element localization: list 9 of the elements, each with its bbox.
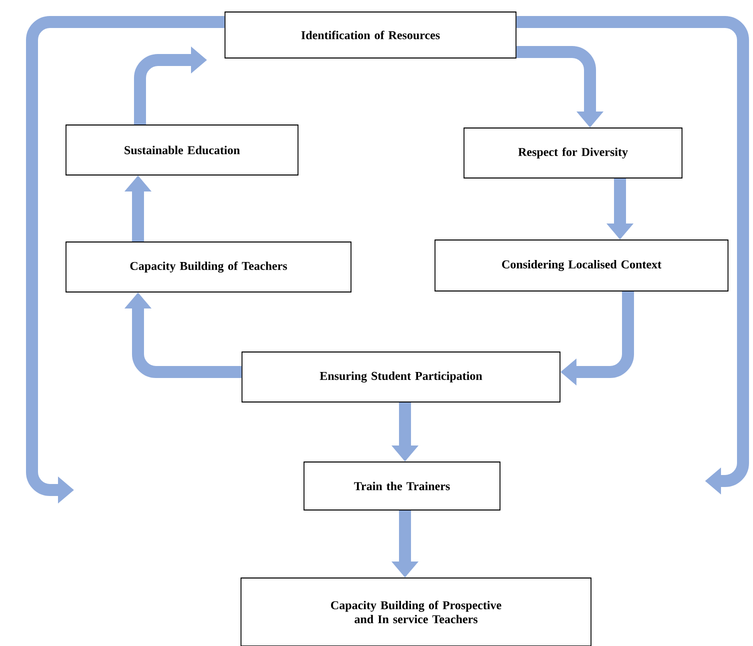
text-box: Identification of Resources	[224, 12, 516, 58]
text-box: Ensuring Student Participation	[242, 352, 560, 402]
text-box: Capacity Building of Prospective and In service Teachers	[240, 578, 592, 646]
text-box: Considering Localised Context	[434, 240, 728, 292]
text-box: Capacity Building of Teachers	[66, 242, 352, 292]
text-box: Sustainable Education	[66, 124, 298, 176]
text-box: Train the Trainers	[304, 462, 500, 510]
block-arrow	[516, 16, 749, 495]
text-box: Respect for Diversity	[464, 128, 682, 178]
